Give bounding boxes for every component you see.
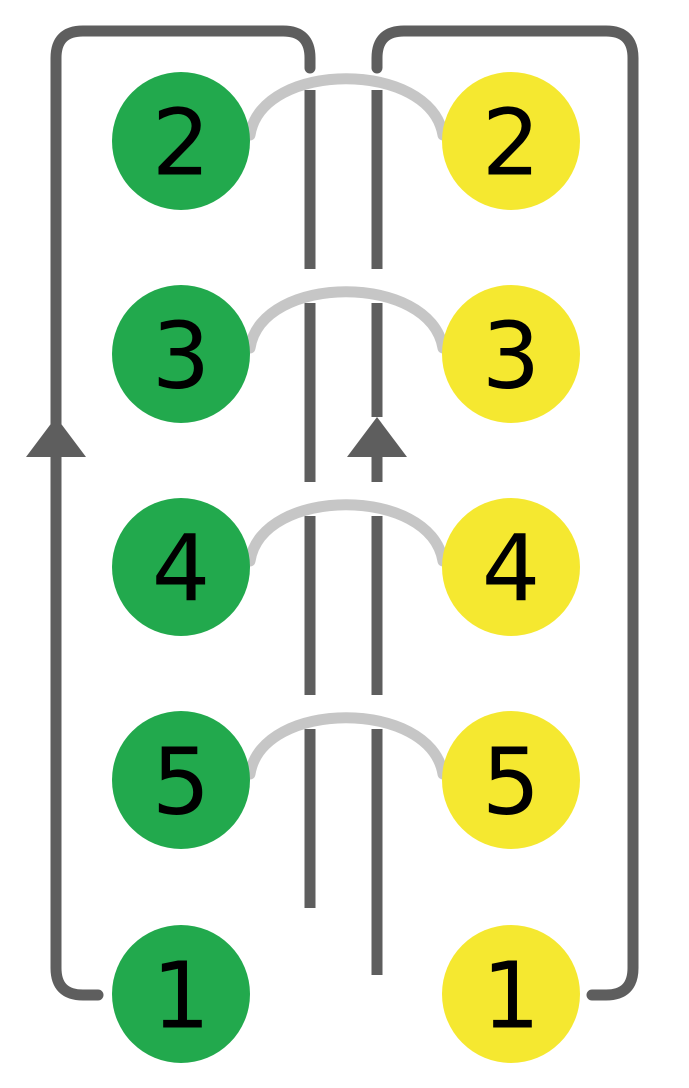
dashed-lines-group bbox=[304, 90, 383, 975]
arc-4-to-4 bbox=[244, 499, 449, 567]
green-node-2[interactable]: 2 bbox=[112, 72, 250, 210]
green-node-label: 4 bbox=[152, 516, 211, 623]
arcs-group bbox=[244, 73, 449, 780]
arc-5-to-5 bbox=[244, 712, 449, 780]
yellow-node-label: 4 bbox=[482, 516, 541, 623]
green-node-circle[interactable] bbox=[112, 925, 250, 1063]
green-node-3[interactable]: 3 bbox=[112, 285, 250, 423]
arrowheads-group bbox=[26, 417, 407, 457]
yellow-node-3[interactable]: 3 bbox=[442, 285, 580, 423]
green-node-label: 2 bbox=[152, 90, 211, 197]
yellow-node-circle[interactable] bbox=[442, 285, 580, 423]
arc-2-to-2 bbox=[244, 73, 449, 141]
yellow-column-nodes: 2 3 4 5 1 bbox=[442, 72, 580, 1063]
green-node-label: 5 bbox=[152, 729, 211, 836]
green-column-nodes: 2 3 4 5 1 bbox=[112, 72, 250, 1063]
yellow-node-5[interactable]: 5 bbox=[442, 711, 580, 849]
yellow-node-label: 3 bbox=[482, 303, 541, 410]
yellow-node-4[interactable]: 4 bbox=[442, 498, 580, 636]
green-node-label: 3 bbox=[152, 303, 211, 410]
left-bracket bbox=[50, 25, 316, 1001]
green-node-circle[interactable] bbox=[112, 711, 250, 849]
green-node-label: 1 bbox=[152, 943, 211, 1050]
arc-3-to-3 bbox=[244, 286, 449, 354]
green-node-circle[interactable] bbox=[112, 72, 250, 210]
green-node-4[interactable]: 4 bbox=[112, 498, 250, 636]
yellow-node-circle[interactable] bbox=[442, 711, 580, 849]
left-arrowhead bbox=[26, 417, 86, 457]
green-node-circle[interactable] bbox=[112, 498, 250, 636]
green-node-5[interactable]: 5 bbox=[112, 711, 250, 849]
yellow-node-label: 5 bbox=[482, 729, 541, 836]
yellow-node-circle[interactable] bbox=[442, 925, 580, 1063]
yellow-node-label: 1 bbox=[482, 943, 541, 1050]
yellow-node-label: 2 bbox=[482, 90, 541, 197]
yellow-node-2[interactable]: 2 bbox=[442, 72, 580, 210]
yellow-node-circle[interactable] bbox=[442, 72, 580, 210]
yellow-node-1[interactable]: 1 bbox=[442, 925, 580, 1063]
green-node-circle[interactable] bbox=[112, 285, 250, 423]
right-arrowhead bbox=[347, 417, 407, 457]
green-node-1[interactable]: 1 bbox=[112, 925, 250, 1063]
yellow-node-circle[interactable] bbox=[442, 498, 580, 636]
right-bracket bbox=[371, 25, 639, 1001]
bracket-group bbox=[50, 25, 639, 1001]
